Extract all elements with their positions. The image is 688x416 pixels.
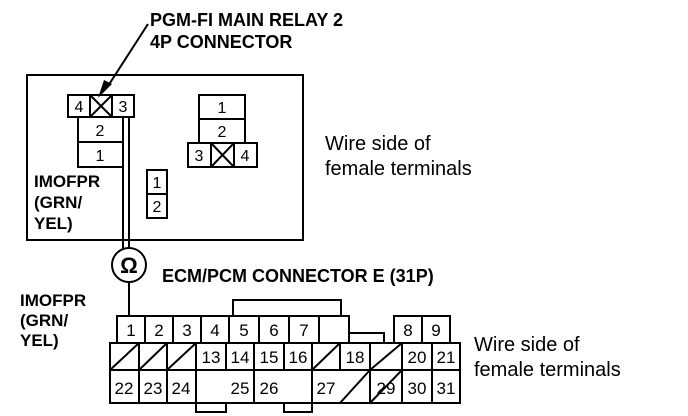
ecm-pin-14: 14 [231, 348, 250, 367]
relay-title-line2: 4P CONNECTOR [150, 32, 293, 52]
relay-wire-label-3: YEL) [34, 214, 73, 233]
ecm-pin-8: 8 [403, 321, 412, 340]
wire-side-note-2b: female terminals [474, 359, 621, 381]
ecm-pin-21: 21 [437, 348, 456, 367]
wire-side-note-1a: Wire side of [325, 133, 431, 155]
ecm-pin-13: 13 [202, 348, 221, 367]
ecm-pin-3: 3 [182, 321, 191, 340]
ecm-connector-title: ECM/PCM CONNECTOR E (31P) [162, 266, 434, 286]
ohmmeter-symbol: Ω [120, 253, 138, 278]
wire-side-note-2a: Wire side of [474, 334, 580, 356]
small-pin-1: 1 [153, 175, 162, 192]
relay-left-pin-2: 2 [96, 123, 105, 140]
ecm-pin-26: 26 [260, 379, 279, 398]
callout-arrowhead [98, 80, 112, 98]
relay-wire-label-2: (GRN/ [34, 193, 83, 212]
ecm-pin-27: 27 [317, 379, 336, 398]
ecm-pin-9: 9 [431, 321, 440, 340]
relay-left-pin-3: 3 [119, 99, 128, 116]
ecm-wire-label-3: YEL) [20, 331, 59, 350]
relay-wire-label-1: IMOFPR [34, 172, 101, 191]
ecm-pin-4: 4 [210, 321, 219, 340]
ecm-pin-18: 18 [346, 348, 365, 367]
ecm-pin-1: 1 [126, 321, 135, 340]
relay-left-pin-1: 1 [96, 148, 105, 165]
ecm-pin-2: 2 [154, 321, 163, 340]
relay-left-pin-4: 4 [75, 99, 84, 116]
ecm-wire-label-2: (GRN/ [20, 311, 69, 330]
probe-wire [122, 117, 130, 316]
ecm-pin-29: 29 [377, 379, 396, 398]
ecm-pin-22: 22 [115, 379, 134, 398]
wire-side-note-1b: female terminals [325, 158, 472, 180]
ecm-pin-30: 30 [408, 379, 427, 398]
ecm-pin-15: 15 [260, 348, 279, 367]
relay-frame [26, 74, 304, 241]
ecm-pin-5: 5 [239, 321, 248, 340]
relay-small-connector [146, 169, 168, 219]
ecm-pin-6: 6 [269, 321, 278, 340]
ohmmeter-circle [111, 247, 147, 283]
ecm-connector-outline [109, 299, 461, 413]
ecm-pin-16: 16 [289, 348, 308, 367]
small-pin-2: 2 [153, 199, 162, 216]
relay-connector-right [187, 94, 258, 168]
callout-leader-line [107, 23, 149, 87]
relay-right-pin-4: 4 [241, 148, 250, 165]
ecm-pin-20: 20 [408, 348, 427, 367]
ecm-pin-23: 23 [144, 379, 163, 398]
ecm-pin-25: 25 [231, 379, 250, 398]
relay-right-pin-1: 1 [218, 100, 227, 117]
ecm-pin-7: 7 [299, 321, 308, 340]
ecm-wire-label-1: IMOFPR [20, 291, 87, 310]
ecm-pin-24: 24 [172, 379, 191, 398]
relay-title-line1: PGM-FI MAIN RELAY 2 [150, 10, 344, 30]
ecm-pin-31: 31 [437, 379, 456, 398]
relay-right-pin-3: 3 [195, 148, 204, 165]
relay-right-pin-2: 2 [218, 124, 227, 141]
